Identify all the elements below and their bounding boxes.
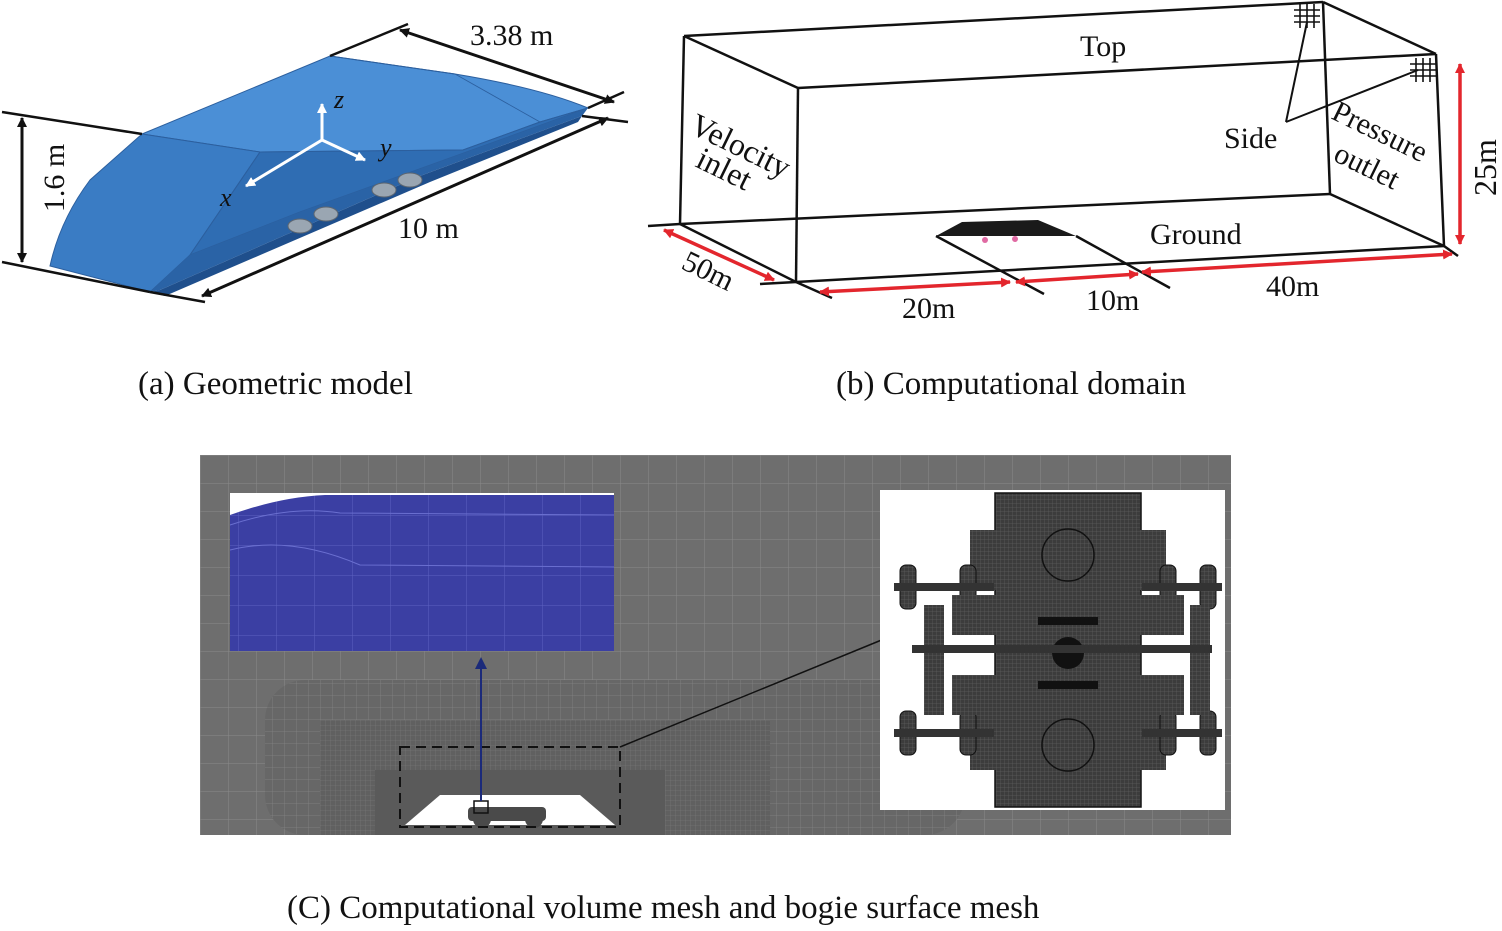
model-wheel: [982, 237, 988, 243]
model-wheel: [1012, 236, 1018, 242]
length-label: 10 m: [398, 212, 459, 245]
height-dimension: 1.6 m: [1, 110, 151, 294]
train-model: [936, 220, 1076, 236]
axis-x-label: x: [219, 183, 232, 212]
domain-dimensions: [663, 63, 1465, 297]
face-side-label: Side: [1224, 122, 1277, 155]
train-body: [49, 55, 590, 296]
height-label: 1.6 m: [38, 144, 71, 212]
volume-mesh-figure: [200, 455, 1231, 835]
axis-z-label: z: [333, 85, 344, 114]
bogie-surface-mesh-inset: [880, 490, 1225, 810]
side-grid-icon: [1410, 58, 1436, 82]
upstream-dim-label: 20m: [902, 292, 955, 325]
model-dim-label: 10m: [1086, 284, 1139, 317]
coordinate-axes: [245, 103, 366, 188]
computational-domain-figure: Top Side Ground Velocity inlet Pressure …: [647, 0, 1502, 325]
geometric-model-figure: 1.6 m 3.38 m 10 m z y x: [1, 19, 629, 304]
width-label: 3.38 m: [470, 19, 553, 52]
axis-y-label: y: [377, 133, 392, 162]
face-ground-label: Ground: [1150, 218, 1242, 251]
model-rear-line: [1075, 234, 1171, 290]
downstream-dim-label: 40m: [1266, 270, 1319, 303]
zoom-region-box: [399, 746, 621, 828]
side-leader-lines: [1285, 21, 1419, 123]
zoom-leader-line: [619, 638, 885, 748]
caption-computational-domain: (b) Computational domain: [836, 366, 1187, 402]
caption-geometric-model: (a) Geometric model: [138, 366, 413, 402]
face-top-label: Top: [1080, 30, 1126, 63]
caption-volume-mesh: (C) Computational volume mesh and bogie …: [287, 890, 1040, 926]
width-dim-label: 50m: [677, 245, 739, 298]
width-dimension: 3.38 m: [329, 19, 625, 110]
height-dim-label: 25m: [1467, 139, 1502, 196]
surface-mesh-inset: [229, 493, 615, 651]
length-dimension: 10 m: [149, 114, 629, 304]
